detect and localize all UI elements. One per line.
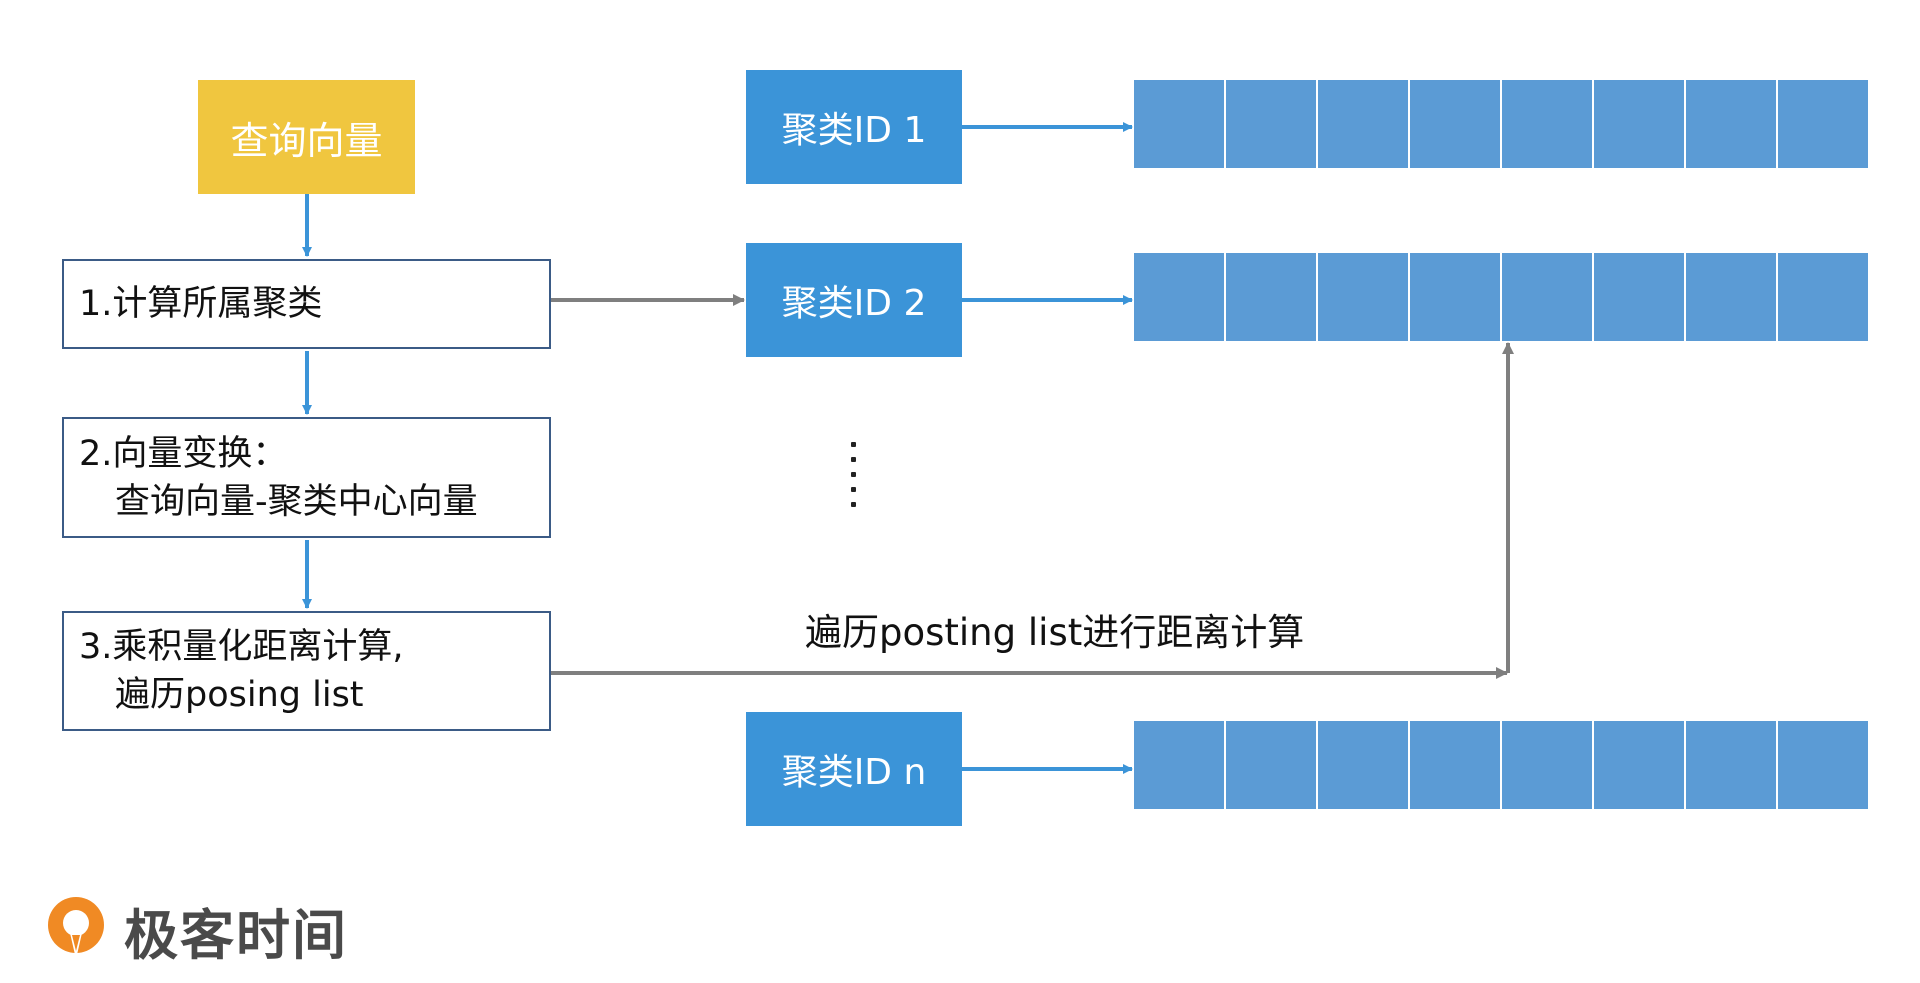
- posting-list-cell: [1686, 721, 1778, 809]
- posting-list-cell: [1502, 253, 1594, 341]
- posting-list-cell: [1226, 253, 1318, 341]
- posting-list-cell: [1778, 253, 1868, 341]
- posting-list-cell: [1318, 253, 1410, 341]
- posting-list-cell: [1134, 80, 1226, 168]
- posting-list-cell: [1594, 721, 1686, 809]
- step1-label: 1.计算所属聚类: [79, 284, 323, 324]
- posting-list-cell: [1226, 721, 1318, 809]
- posting-list-cell: [1318, 721, 1410, 809]
- query-vector-label: 查询向量: [230, 118, 383, 163]
- posting-list-cell: [1502, 721, 1594, 809]
- cluster-n-box: 聚类ID n: [746, 712, 962, 826]
- step2-box: 2.向量变换： 查询向量-聚类中心向量: [62, 417, 551, 538]
- logo-mark-icon: [42, 893, 110, 967]
- step1-box: 1.计算所属聚类: [62, 259, 551, 349]
- logo: 极客时间: [42, 890, 348, 970]
- step2-label-line2: 查询向量-聚类中心向量: [115, 481, 478, 522]
- vertical-ellipsis: [851, 442, 857, 507]
- logo-text: 极客时间: [124, 903, 348, 967]
- traverse-label: 遍历posting list进行距离计算: [805, 611, 1305, 654]
- posting-list-cell: [1134, 253, 1226, 341]
- posting-list-cell: [1502, 80, 1594, 168]
- posting-list-cell: [1134, 721, 1226, 809]
- step3-label-line2: 遍历posing list: [115, 675, 364, 715]
- posting-list-n: [1134, 721, 1868, 809]
- cluster-2-box: 聚类ID 2: [746, 243, 962, 357]
- posting-list-cell: [1594, 80, 1686, 168]
- cluster-1-label: 聚类ID 1: [781, 110, 927, 151]
- posting-list-cell: [1410, 80, 1502, 168]
- step3-label-line1: 3.乘积量化距离计算,: [79, 627, 404, 667]
- posting-list-cell: [1226, 80, 1318, 168]
- posting-list-cell: [1410, 721, 1502, 809]
- posting-list-cell: [1594, 253, 1686, 341]
- step2-label-line1: 2.向量变换：: [79, 433, 288, 474]
- posting-list-cell: [1686, 253, 1778, 341]
- cluster-n-label: 聚类ID n: [781, 752, 927, 793]
- query-vector-box: 查询向量: [198, 80, 415, 194]
- posting-list-2: [1134, 253, 1868, 341]
- cluster-1-box: 聚类ID 1: [746, 70, 962, 184]
- posting-list-1: [1134, 80, 1868, 168]
- posting-list-cell: [1410, 253, 1502, 341]
- posting-list-cell: [1318, 80, 1410, 168]
- posting-list-cell: [1778, 80, 1868, 168]
- posting-list-cell: [1778, 721, 1868, 809]
- posting-list-cell: [1686, 80, 1778, 168]
- step3-box: 3.乘积量化距离计算, 遍历posing list: [62, 611, 551, 731]
- cluster-2-label: 聚类ID 2: [781, 283, 927, 324]
